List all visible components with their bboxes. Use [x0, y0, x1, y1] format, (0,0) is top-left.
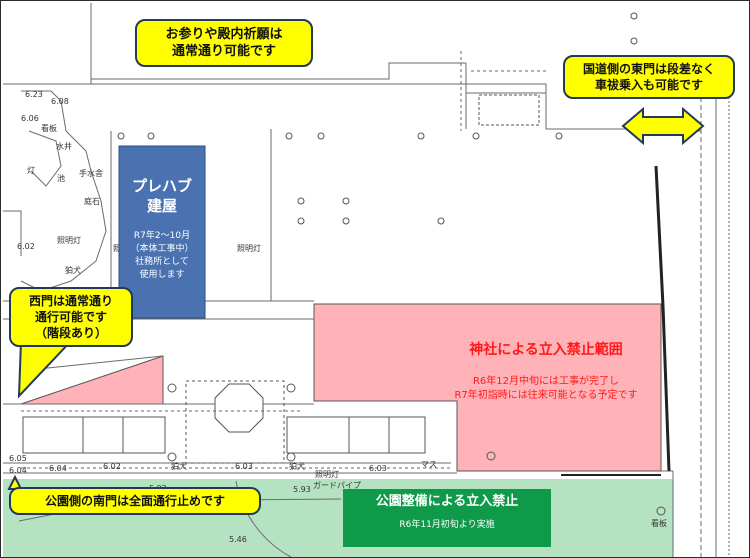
label-koinu-3: 狛犬: [289, 461, 305, 471]
label-elev-13: 6.23: [25, 90, 43, 99]
label-elev-5: 6.03: [235, 462, 253, 471]
west-gate-callout-line-3: （階段あり）: [34, 326, 107, 340]
label-elev-4: 6.02: [103, 462, 121, 471]
label-elev-11: 6.02: [17, 242, 35, 251]
plan-dashed-lines: [21, 51, 546, 469]
label-mas: マス: [421, 460, 437, 469]
prefab-title-1: プレハブ: [131, 177, 192, 195]
label-shomeito-1: 照明灯: [57, 235, 81, 245]
label-kanban-2: 看板: [651, 518, 667, 528]
east-fence: [654, 165, 671, 472]
prefab-period: R7年2～10月: [133, 231, 191, 241]
label-shomeito-4: 照明灯: [315, 469, 339, 479]
shrine-zone-label: 神社による立入禁止範囲 R6年12月中旬には工事が完了し R7年初詣時には往来可…: [441, 341, 651, 403]
east-gate-callout: 国道側の東門は段差なく 車祓乗入も可能です: [563, 55, 735, 99]
east-gate-arrow: [621, 106, 705, 146]
shrine-zone-line-1: R6年12月中旬には工事が完了し: [472, 376, 620, 387]
west-callout-pointer: [17, 340, 74, 399]
label-toro: 灯: [27, 165, 35, 175]
east-gate-callout-line-1: 国道側の東門は段差なく: [582, 62, 715, 76]
worship-callout-line-2: 通常通り可能です: [171, 44, 276, 59]
park-zone-subtitle: R6年11月初旬より実施: [399, 520, 495, 530]
worship-callout: お参りや殿内祈願は 通常通り可能です: [135, 19, 313, 67]
label-koinu-1: 狛犬: [65, 265, 81, 275]
label-guard-pipe: ガードパイプ: [313, 480, 361, 490]
west-gate-callout-line-1: 西門は通常通り: [28, 294, 113, 308]
label-elev-7: 5.93: [293, 485, 311, 494]
prefab-building: [118, 145, 206, 319]
label-temizuya: 手水舎: [79, 168, 103, 178]
park-zone-label-box: [343, 489, 551, 547]
label-koinu-2: 狛犬: [171, 461, 187, 471]
shrine-zone-title: 神社による立入禁止範囲: [469, 342, 623, 358]
east-gate-callout-line-2: 車祓乗入も可能です: [594, 78, 703, 92]
shrine-restriction-zone: [313, 303, 662, 472]
label-sui: 水井: [56, 141, 72, 151]
south-gate-callout: 公園側の南門は全面通行止めです: [9, 487, 261, 515]
plan-markers: [117, 12, 666, 516]
shrine-zone-line-2: R7年初詣時には往来可能となる予定です: [454, 390, 638, 401]
prefab-note-2: 社務所として: [135, 257, 189, 267]
label-elev-10: 6.06: [21, 114, 39, 123]
prefab-title-2: 建屋: [146, 197, 177, 215]
label-teiseki: 庭石: [84, 196, 100, 206]
label-elev-1: 6.05: [9, 454, 27, 463]
west-gate-callout: 西門は通常通り 通行可能です （階段あり）: [9, 287, 133, 347]
label-elev-2: 6.04: [9, 466, 27, 475]
worship-callout-line-1: お参りや殿内祈願は: [165, 27, 283, 42]
label-elev-12: 6.08: [51, 97, 69, 106]
south-gate-callout-text: 公園側の南門は全面通行止めです: [44, 493, 225, 508]
prefab-note-3: 使用します: [139, 270, 185, 280]
label-elev-9: 5.46: [229, 535, 247, 544]
west-gate-callout-line-2: 通行可能です: [34, 310, 107, 324]
plan-structures: [22, 94, 540, 464]
park-zone-title: 公園整備による立入禁止: [375, 494, 519, 509]
label-shomeito-3: 照明灯: [237, 243, 261, 253]
label-ike: 池: [57, 173, 65, 183]
label-elev-6: 6.03: [369, 464, 387, 473]
prefab-label: プレハブ 建屋 R7年2～10月 （本体工事中） 社務所として 使用します: [119, 176, 205, 282]
park-zone-label: 公園整備による立入禁止 R6年11月初旬より実施: [343, 493, 551, 532]
label-kanban-1: 看板: [41, 123, 57, 133]
label-elev-3: 6.04: [49, 464, 67, 473]
prefab-note-1: （本体工事中）: [130, 244, 194, 254]
